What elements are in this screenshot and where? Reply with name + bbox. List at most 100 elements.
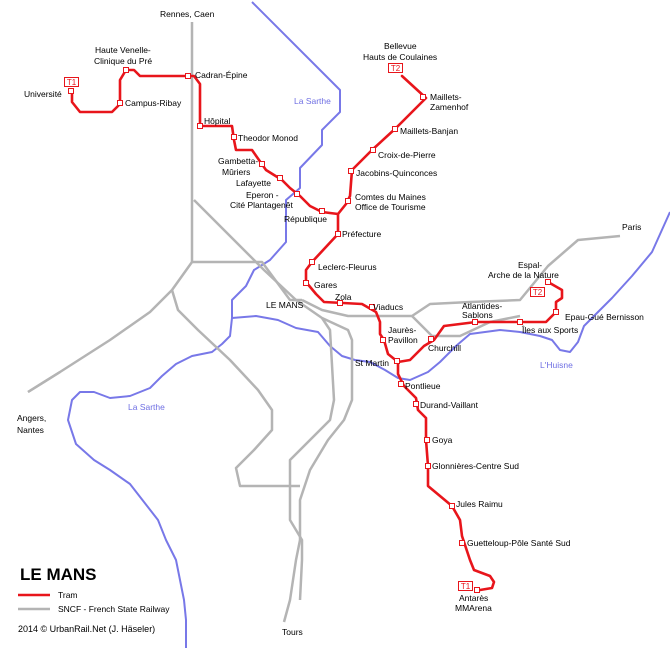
badge-t1-west: T1 [64,77,79,87]
stop-maillets-banjan[interactable] [392,126,398,132]
stop-universite[interactable] [68,88,74,94]
stop-epau[interactable] [553,309,559,315]
label-zola: Zola [335,292,352,302]
rail-dest-tours: Tours [282,627,303,637]
label-antares-1: Antarès [459,593,488,603]
stop-eperon[interactable] [294,191,300,197]
label-jaures-1: Jaurès- [388,325,417,335]
stop-goya[interactable] [424,437,430,443]
label-guetteloup: Guetteloup-Pôle Santé Sud [467,538,571,548]
stop-gambetta[interactable] [259,161,265,167]
tram-stops [68,67,559,593]
label-bellevue-1: Bellevue [384,41,417,51]
stop-pontlieue[interactable] [398,381,404,387]
stop-gares[interactable] [303,280,309,286]
stop-jaures-pavillon[interactable] [380,337,386,343]
rail-paris [301,234,621,318]
credit-line: 2014 © UrbanRail.Net (J. Häseler) [18,624,155,634]
tram-line-t2 [336,74,564,364]
label-glonnieres: Glonnières-Centre Sud [432,461,519,471]
stop-theodor-monod[interactable] [231,134,237,140]
label-leclerc-fleurus: Leclerc-Fleurus [318,262,377,272]
legend-rail-label: SNCF - French State Railway [58,604,170,614]
river-sarthe [231,1,670,381]
stop-st-martin[interactable] [394,358,400,364]
tram-line-t1 [70,68,496,592]
badge-t2-east-text: T2 [533,288,543,297]
legend: Tram SNCF - French State Railway [18,590,170,614]
label-churchill: Churchill [428,343,461,353]
legend-tram-label: Tram [58,590,78,600]
stop-durand-vaillant[interactable] [413,401,419,407]
stop-hopital[interactable] [197,123,203,129]
label-hopital: Hôpital [204,116,231,126]
label-croix-de-pierre: Croix-de-Pierre [378,150,436,160]
stop-croix-de-pierre[interactable] [370,147,376,153]
rail-angers [27,370,61,394]
badge-t1-south: T1 [458,581,473,591]
label-lafayette: Lafayette [236,178,271,188]
stop-atlantides[interactable] [472,319,478,325]
label-iles-aux-sports: Îles aux Sports [521,325,578,335]
label-comtes-2: Office de Tourisme [355,202,426,212]
label-gambetta-2: Mûriers [222,167,250,177]
label-durand-vaillant: Durand-Vaillant [420,400,479,410]
rail-east-branch [411,314,521,338]
stop-haute-venelle[interactable] [123,67,129,73]
stop-lafayette[interactable] [277,175,283,181]
label-comtes-1: Comtes du Maines [355,192,426,202]
stop-leclerc-fleurus[interactable] [309,259,315,265]
stop-espal[interactable] [545,279,551,285]
label-maillets-zamenhof-1: Maillets- [430,92,462,102]
label-antares-2: MMArena [455,603,492,613]
stop-zola[interactable] [337,300,343,306]
river-label-sarthe-south: La Sarthe [128,402,165,412]
stop-cadran-epine[interactable] [185,73,191,79]
label-viaducs: Viaducs [373,302,403,312]
badge-t1-south-text: T1 [461,582,471,591]
label-jacobins: Jacobins-Quinconces [356,168,437,178]
badge-t2-north: T2 [388,63,403,73]
city-label: LE MANS [266,300,304,310]
label-gares: Gares [314,280,337,290]
label-eperon-1: Eperon - [246,190,279,200]
label-espal-1: Espal- [518,260,542,270]
stop-comtes-du-maine[interactable] [345,198,351,204]
label-universite: Université [24,89,62,99]
label-atlantides-1: Atlantides- [462,301,502,311]
badge-t2-north-text: T2 [391,64,401,73]
label-bellevue-2: Hauts de Coulaines [363,52,437,62]
label-campus-ribay: Campus-Ribay [125,98,182,108]
rail-dest-rennes: Rennes, Caen [160,9,215,19]
station-labels: Université Haute Venelle- Clinique du Pr… [24,41,644,613]
rail-loop [170,289,300,488]
label-cadran-epine: Cadran-Épine [195,70,248,80]
label-maillets-banjan: Maillets-Banjan [400,126,458,136]
railways [27,22,621,623]
label-goya: Goya [432,435,453,445]
stop-viaducs[interactable] [369,304,375,310]
map-title: LE MANS [20,565,97,584]
rivers [67,1,670,648]
stop-jacobins[interactable] [348,168,354,174]
stop-antares[interactable] [474,587,480,593]
stop-republique[interactable] [319,208,325,214]
label-epau: Epau-Gué Bernisson [565,312,644,322]
river-sarthe-south [67,317,233,648]
stop-churchill[interactable] [428,336,434,342]
label-republique: République [284,214,327,224]
stop-glonnieres[interactable] [425,463,431,469]
badge-t2-east: T2 [530,287,545,297]
stop-maillets-zamenhof[interactable] [420,94,426,100]
stop-guetteloup[interactable] [459,540,465,546]
stop-campus-ribay[interactable] [117,100,123,106]
rail-rennes [190,22,302,302]
label-st-martin: St Martin [355,358,389,368]
river-label-sarthe-north: La Sarthe [294,96,331,106]
stop-prefecture[interactable] [335,231,341,237]
label-atlantides-2: Sablons [462,310,493,320]
stop-jules-raimu[interactable] [449,503,455,509]
stop-iles-aux-sports[interactable] [517,319,523,325]
